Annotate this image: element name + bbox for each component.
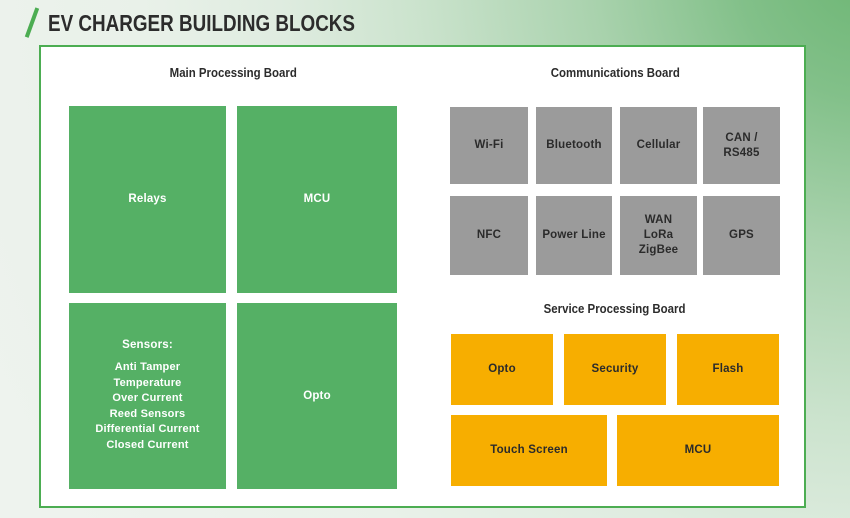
page-title: EV CHARGER BUILDING BLOCKS (48, 10, 356, 36)
block-relays-label: Relays (128, 193, 167, 205)
block-flash: Flash (677, 334, 779, 405)
block-security: Security (564, 334, 666, 405)
block-wan-lora-zigbee-label: WAN LoRa ZigBee (638, 214, 679, 256)
sensors-list: Anti Tamper Temperature Over Current Ree… (95, 360, 199, 453)
block-cellular: Cellular (620, 107, 697, 184)
block-main-opto-label: Opto (303, 389, 331, 402)
sensor-item: Closed Current (106, 438, 189, 451)
sensor-item: Temperature (113, 376, 182, 389)
block-main-mcu-label: MCU (303, 193, 331, 205)
sensor-item: Over Current (112, 392, 183, 404)
block-power-line: Power Line (536, 196, 612, 275)
block-power-line-label: Power Line (542, 229, 606, 241)
content-panel: Main Processing Board Communications Boa… (39, 45, 806, 508)
block-bluetooth: Bluetooth (536, 107, 612, 184)
block-service-mcu: MCU (617, 415, 779, 486)
sensor-item: Differential Current (95, 423, 200, 435)
board-title-service-processing: Service Processing Board (544, 301, 686, 316)
sensor-item: Anti Tamper (114, 361, 181, 373)
block-gps-label: GPS (729, 229, 754, 241)
block-service-opto: Opto (451, 334, 553, 405)
block-nfc-label: NFC (476, 229, 502, 241)
sensor-item: Reed Sensors (109, 407, 186, 420)
block-bluetooth-label: Bluetooth (546, 139, 602, 151)
block-can-rs485-label: CAN / RS485 (723, 131, 760, 159)
block-service-mcu-label: MCU (684, 444, 712, 456)
block-flash-label: Flash (712, 363, 744, 375)
title-slash-icon (24, 7, 39, 38)
block-main-mcu: MCU (237, 106, 397, 293)
block-wan-lora-zigbee: WAN LoRa ZigBee (620, 196, 697, 275)
block-wifi-label: Wi-Fi (474, 139, 504, 151)
board-title-main-processing: Main Processing Board (169, 65, 297, 80)
sensors-heading: Sensors: (122, 339, 173, 351)
block-service-opto-label: Opto (488, 363, 516, 375)
block-cellular-label: Cellular (636, 139, 681, 151)
block-touch-screen-label: Touch Screen (490, 444, 568, 456)
block-security-label: Security (591, 363, 639, 375)
block-can-rs485: CAN / RS485 (703, 107, 780, 184)
block-relays: Relays (69, 106, 226, 293)
block-sensors: Sensors: Anti Tamper Temperature Over Cu… (69, 303, 226, 489)
block-wifi: Wi-Fi (450, 107, 528, 184)
board-title-communications: Communications Board (550, 65, 680, 80)
block-gps: GPS (703, 196, 780, 275)
block-nfc: NFC (450, 196, 528, 275)
block-main-opto: Opto (237, 303, 397, 489)
block-touch-screen: Touch Screen (451, 415, 607, 486)
